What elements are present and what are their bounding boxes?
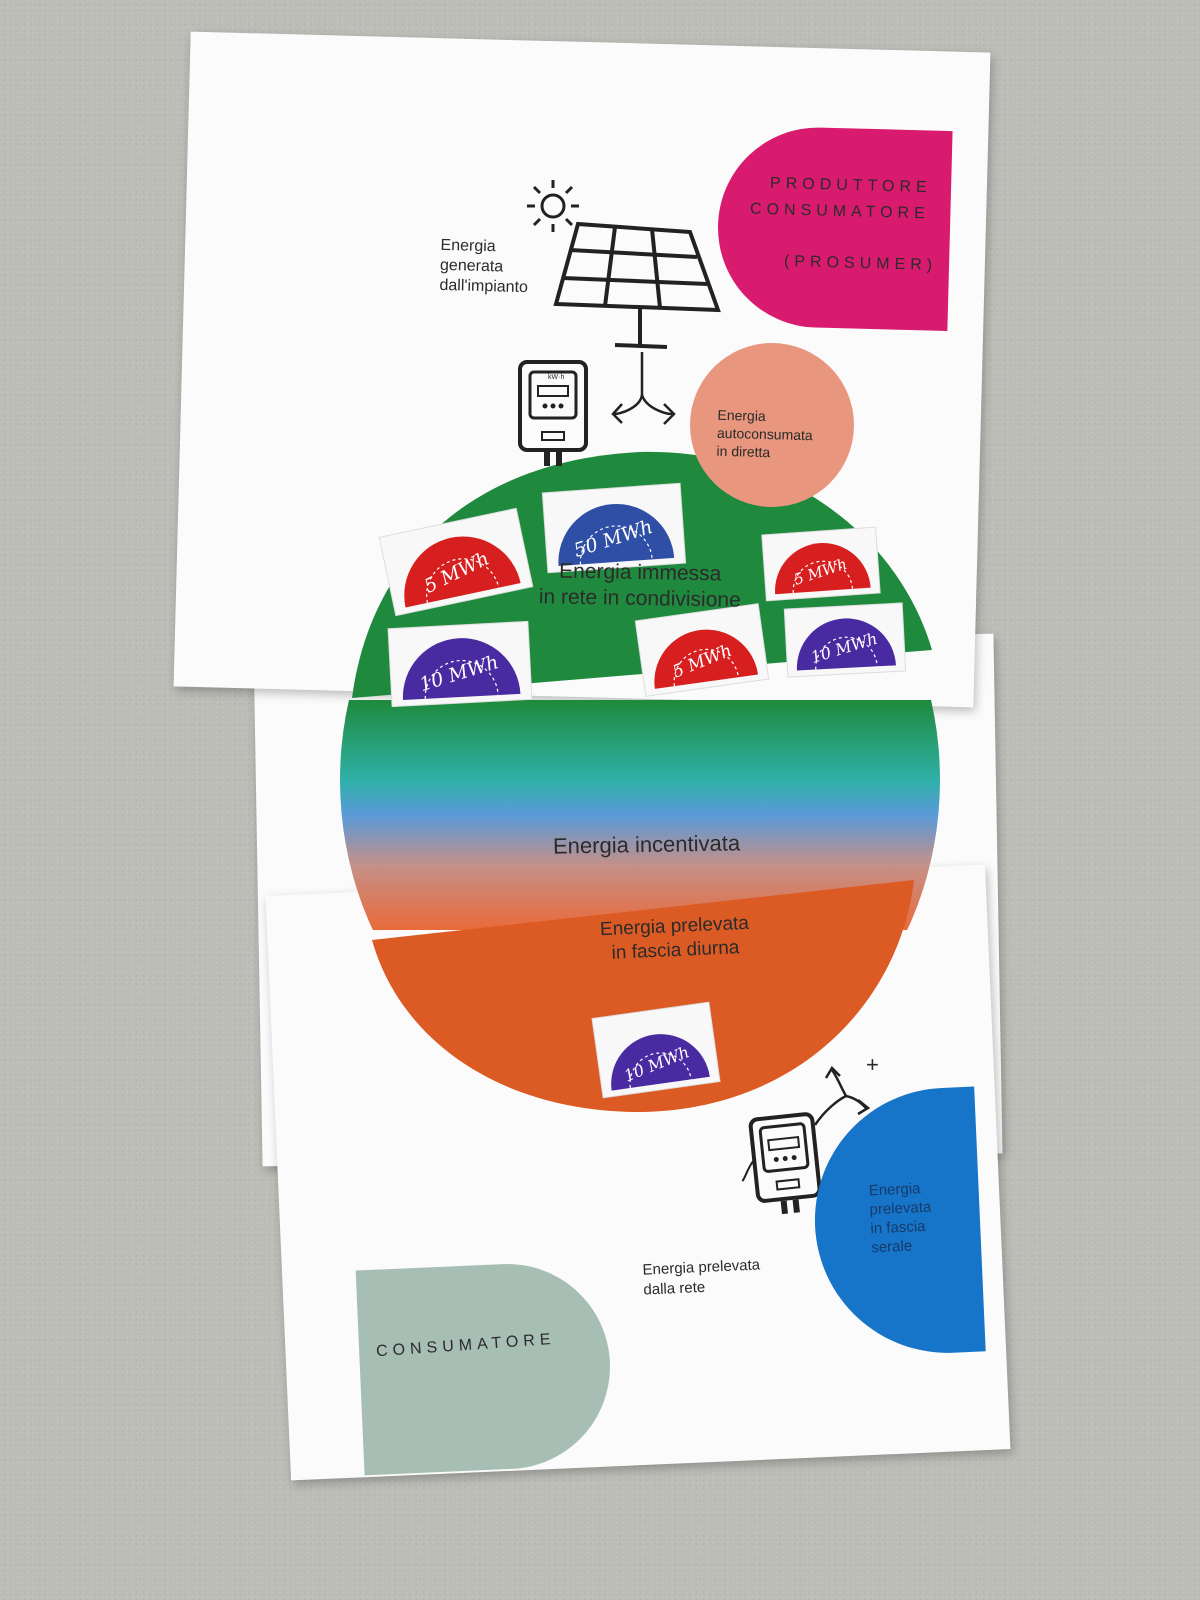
chip-sticker: 10 MWh (783, 602, 907, 678)
sun-icon (527, 180, 579, 232)
evening-zone-label: Energia prelevata in fascia serale (868, 1180, 932, 1257)
consumer-badge (355, 1259, 615, 1476)
chip-sticker: 50 MWh (541, 482, 687, 574)
grid-draw-label: Energia prelevata dalla rete (642, 1256, 761, 1299)
incentivized-label: Energia incentivata (552, 830, 741, 859)
chip-sticker: 5 MWh (378, 507, 534, 617)
prosumer-badge (715, 124, 953, 332)
chip-face (654, 629, 759, 689)
consumer-meter-icon (741, 1112, 822, 1215)
meter-display-text: kW·h (548, 374, 565, 381)
chip-dashed-ring (426, 558, 500, 603)
chip-face (775, 543, 871, 595)
chip-sticker: 10 MWh (591, 1001, 721, 1099)
energy-meter-icon (518, 360, 588, 466)
generated-energy-label: Energia generata dall'impianto (439, 236, 529, 297)
chip-sticker: 10 MWh (387, 620, 533, 708)
chip-face (796, 618, 896, 671)
chip-face (558, 503, 675, 566)
chip-sticker: 5 MWh (634, 603, 770, 697)
split-arrow-icon (611, 352, 676, 425)
chip-dashed-ring (424, 659, 499, 699)
solar-panel-icon (553, 221, 721, 349)
daytime-zone-shape (372, 880, 914, 1112)
chip-sticker: 5 MWh (761, 526, 881, 602)
shared-zone-label: Energia immessa in rete in condivisione (538, 559, 741, 612)
chip-dashed-ring (792, 560, 854, 594)
self-consumed-circle (690, 343, 854, 507)
chip-face (404, 536, 521, 608)
chip-face (611, 1034, 710, 1091)
daytime-zone-label: Energia prelevata in fascia diurna (599, 912, 750, 964)
chip-dashed-ring (579, 525, 653, 565)
chip-dashed-ring (629, 1052, 692, 1089)
chip-face (402, 638, 521, 701)
chip-dashed-ring (815, 636, 878, 670)
chip-dashed-ring (673, 648, 740, 687)
self-consumed-label: Energia autoconsumata in diretta (716, 406, 813, 461)
consumer-split-arrow-icon (813, 1065, 871, 1126)
plus-sign: + (866, 1052, 879, 1077)
